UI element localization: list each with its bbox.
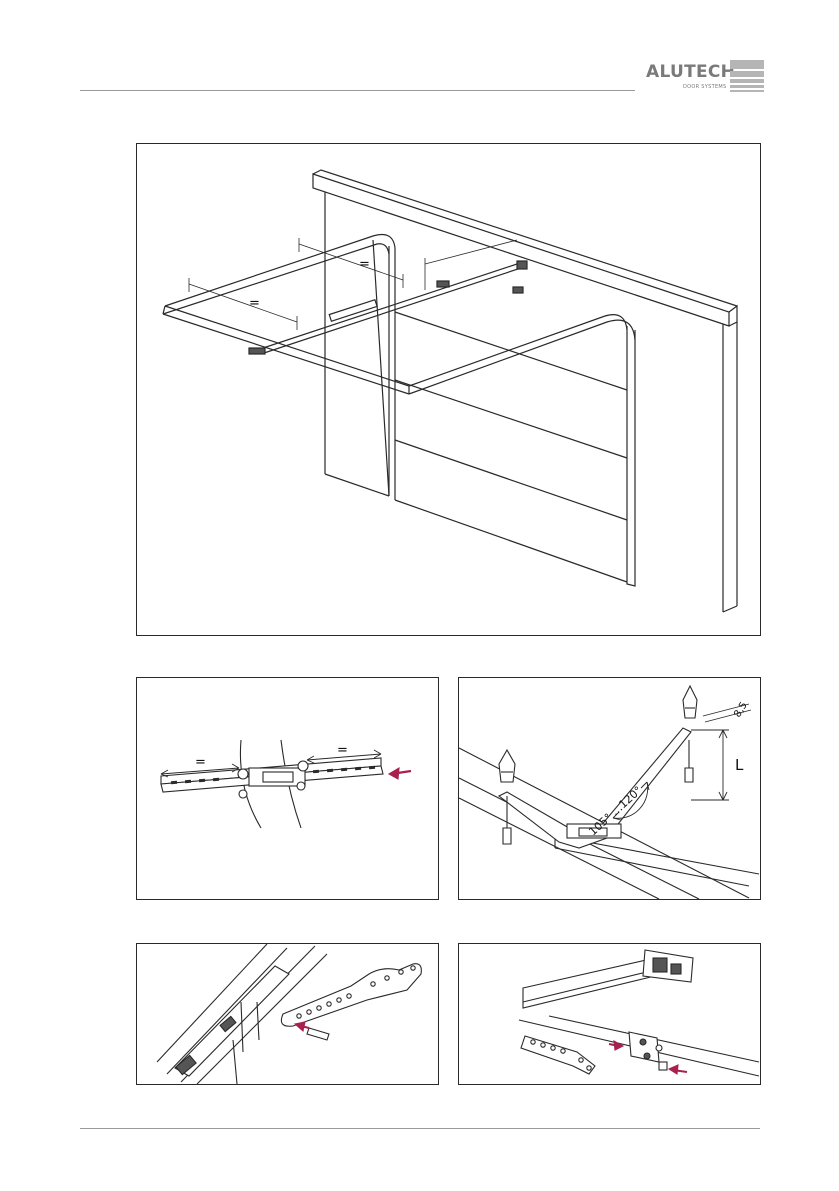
dimension-label: 8,5 (732, 700, 750, 719)
footer-rule (80, 1128, 760, 1129)
track-frame-drawing (163, 235, 635, 497)
brand-logo: ALUTECH DOOR SYSTEMS (640, 60, 764, 94)
spacing-mark-1: = (249, 296, 260, 311)
garage-door-drawing: = = (137, 144, 760, 635)
brand-name: ALUTECH (646, 62, 735, 82)
header-rule (80, 90, 635, 91)
spacing-mark-right: = (337, 743, 348, 758)
door-panels-drawing (389, 246, 635, 586)
spacing-mark-left: = (195, 755, 206, 770)
height-dimension (691, 730, 729, 800)
figure-ceiling-suspension: 105° ...120° L 8,5 (458, 677, 761, 900)
figure-trolley-centering: = = (136, 677, 439, 900)
spacing-mark-2: = (359, 257, 370, 272)
figure-door-bracket (458, 943, 761, 1085)
height-label: L (735, 756, 744, 774)
figure-arm-to-trolley (136, 943, 439, 1085)
brand-tagline: DOOR SYSTEMS (683, 84, 727, 90)
arm-to-trolley-drawing (137, 944, 438, 1084)
figure-opener-installation: = = (136, 143, 761, 636)
ceiling-suspension-drawing: 105° ...120° L 8,5 (459, 678, 760, 899)
door-bracket-drawing (459, 944, 760, 1084)
trolley-centering-drawing: = = (137, 678, 438, 899)
logo-bars-icon (730, 60, 764, 94)
